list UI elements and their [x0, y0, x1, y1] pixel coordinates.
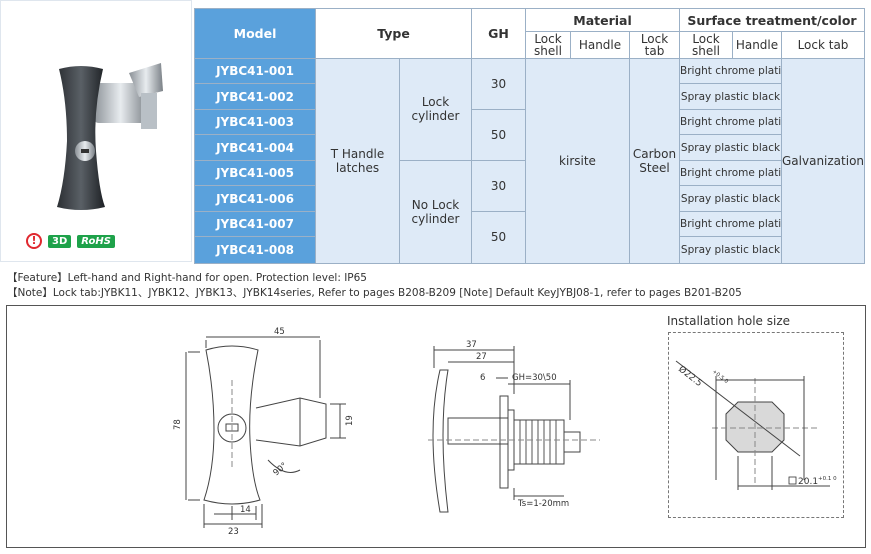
side-handle-profile — [432, 369, 449, 513]
dim-gh: GH=30\50 — [512, 373, 557, 383]
dim-tab-19: 19 — [345, 415, 355, 426]
warning-icon: ! — [26, 233, 42, 249]
dim-width-45: 45 — [274, 327, 285, 337]
install-hole-box — [668, 332, 844, 518]
dim-angle-90: 90° — [272, 461, 290, 478]
gh-value: 30 — [471, 57, 526, 110]
front-cam-tab — [255, 397, 327, 447]
dim-hole-flat-tol: +0.1 0 — [818, 476, 837, 482]
dim-27: 27 — [476, 352, 487, 362]
feature-note: 【Feature】Left-hand and Right-hand for op… — [7, 272, 367, 284]
header-surface: Surface treatment/color — [679, 7, 865, 33]
dim-ts: Ts=1-20mm — [517, 499, 569, 509]
dim-14: 14 — [240, 505, 251, 515]
certification-badges: ! 3D RoHS — [26, 233, 115, 249]
finish-cell: Bright chrome plating — [679, 108, 782, 136]
model-cell: JYBC41-002 — [194, 83, 316, 110]
product-image-panel — [0, 0, 192, 262]
model-cell: JYBC41-006 — [194, 185, 316, 212]
gh-value: 30 — [471, 159, 526, 212]
dim-6: 6 — [480, 373, 485, 383]
model-cell: JYBC41-004 — [194, 134, 316, 161]
header-material-shell-handle: Lock shell Handle — [525, 31, 630, 59]
header-surface-shell-handle: Lock shell Handle — [679, 31, 782, 59]
type-main: T Handle latches — [315, 57, 400, 265]
dim-height-78: 78 — [173, 419, 183, 430]
material-kirsite: kirsite — [525, 57, 630, 265]
finish-cell: Spray plastic black — [679, 236, 782, 264]
3d-model-badge[interactable]: 3D — [48, 234, 72, 248]
gh-value: 50 — [471, 108, 526, 161]
front-handle-outline — [203, 345, 261, 505]
header-surface-lock-shell: Lock shell — [681, 32, 733, 58]
header-model: Model — [194, 8, 316, 59]
header-surface-lock-tab: Lock tab — [781, 31, 865, 59]
model-cell: JYBC41-008 — [194, 236, 316, 264]
header-material: Material — [525, 7, 680, 33]
install-hole-title: Installation hole size — [667, 314, 791, 328]
dim-hole-flat: 20.1 — [798, 477, 818, 487]
model-cell: JYBC41-003 — [194, 108, 316, 136]
finish-cell: Spray plastic black — [679, 83, 782, 110]
finish-cell: Spray plastic black — [679, 134, 782, 161]
finish-cell: Bright chrome plating — [679, 57, 782, 85]
technical-drawing — [6, 305, 866, 548]
material-lock-tab: Carbon Steel — [629, 57, 680, 265]
header-type: Type — [315, 8, 472, 59]
type-no-lock-cylinder: No Lock cylinder — [399, 159, 472, 265]
header-material-lock-tab: Lock tab — [629, 31, 680, 59]
rohs-badge: RoHS — [77, 234, 115, 248]
gh-value: 50 — [471, 210, 526, 265]
dim-23: 23 — [228, 527, 239, 537]
dim-37: 37 — [466, 340, 477, 350]
header-material-handle: Handle — [578, 38, 622, 53]
model-cell: JYBC41-007 — [194, 210, 316, 238]
model-cell: JYBC41-001 — [194, 57, 316, 85]
lock-tab-finish: Galvanization — [781, 57, 865, 265]
type-lock-cylinder: Lock cylinder — [399, 57, 472, 161]
model-cell: JYBC41-005 — [194, 159, 316, 187]
lock-tab-note: 【Note】Lock tab:JYBK11、JYBK12、JYBK13、JYBK… — [7, 287, 742, 299]
product-photo — [57, 63, 163, 210]
header-material-lock-shell: Lock shell — [527, 32, 571, 58]
header-surface-handle: Handle — [735, 38, 779, 53]
spec-table: Model Type GH Material Surface treatment… — [194, 7, 865, 265]
finish-cell: Spray plastic black — [679, 185, 782, 212]
front-key-face — [217, 413, 247, 443]
finish-cell: Bright chrome plating — [679, 159, 782, 187]
header-gh: GH — [471, 8, 526, 59]
